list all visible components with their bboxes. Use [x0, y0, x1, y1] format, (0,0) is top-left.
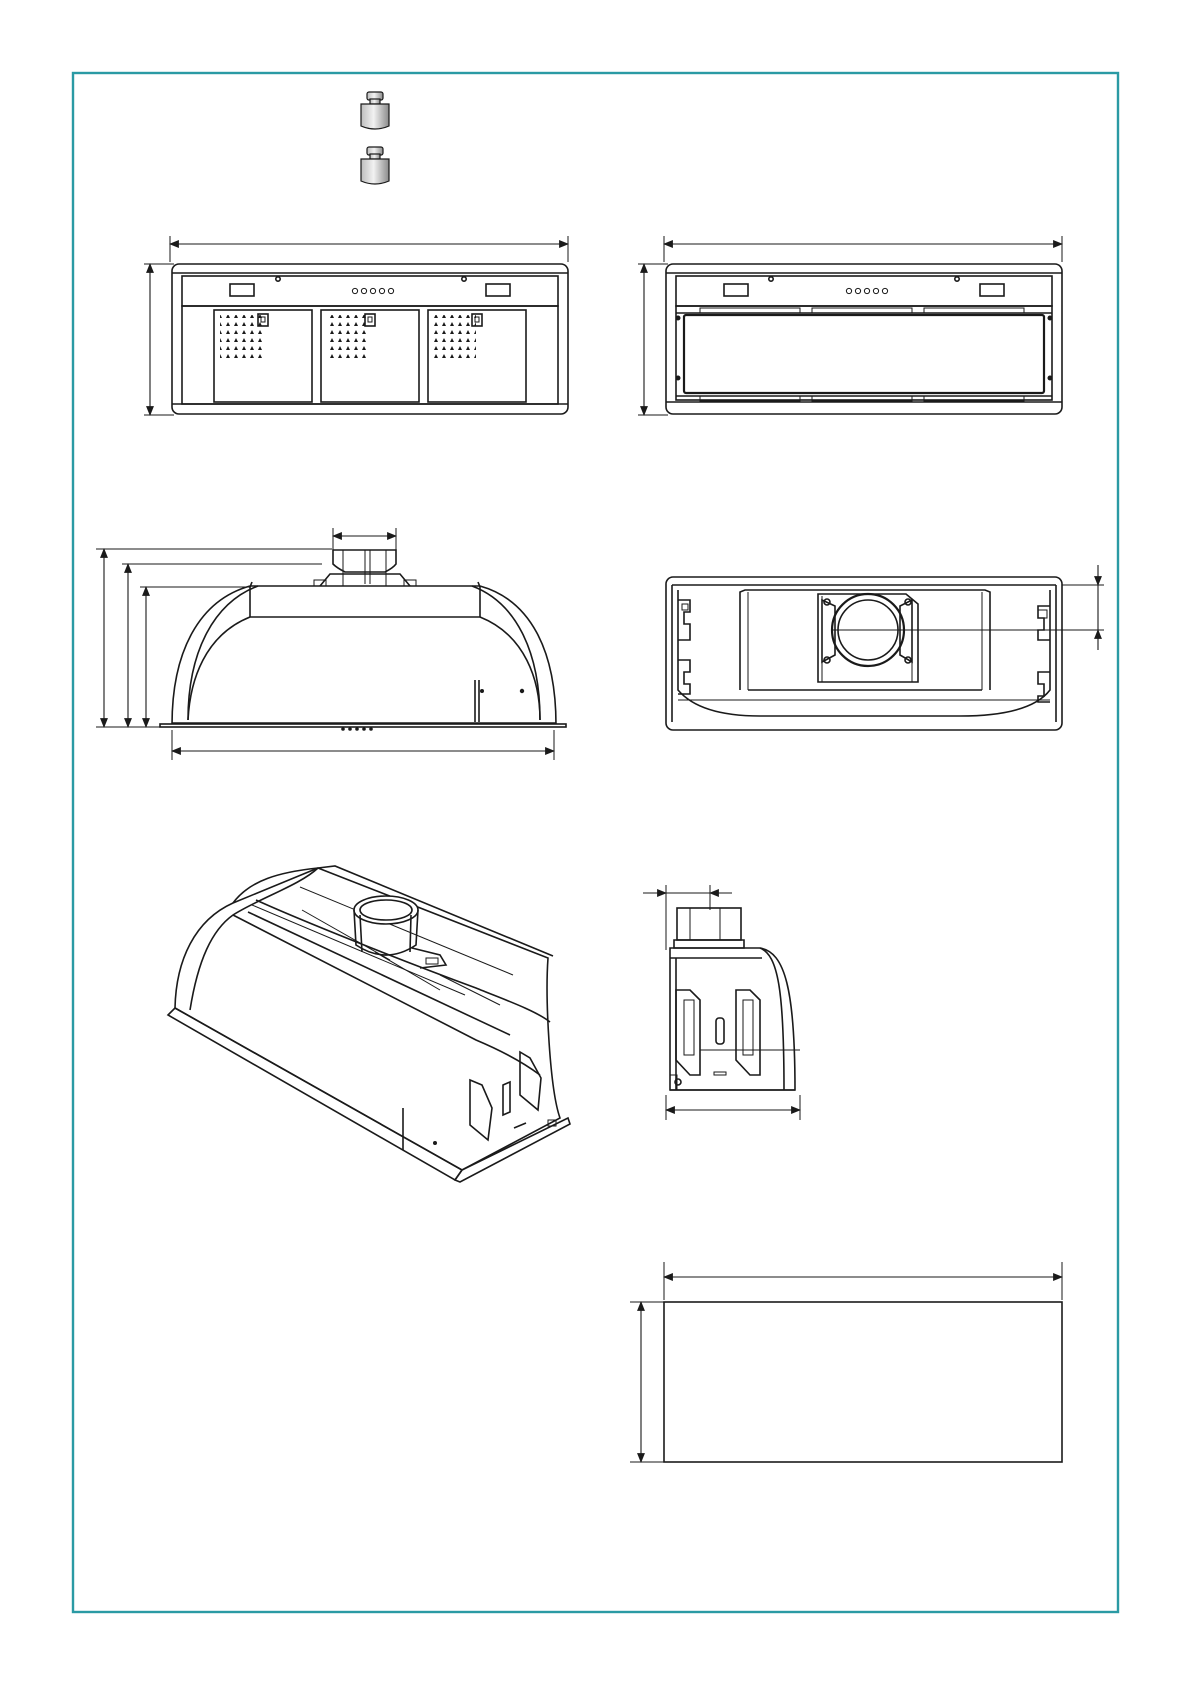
grease-filter [428, 310, 526, 402]
front-view-panel [638, 236, 1062, 415]
grease-filter [321, 310, 419, 402]
weight-icon [361, 92, 389, 129]
top-view [666, 565, 1104, 730]
page-border [73, 73, 1118, 1612]
control-buttons [352, 288, 393, 293]
front-view-filters [144, 236, 568, 415]
isometric-view [168, 866, 570, 1182]
control-buttons [846, 288, 887, 293]
end-view [643, 885, 800, 1120]
grease-filter [214, 310, 312, 402]
cutout-template [630, 1262, 1062, 1462]
weight-icon [361, 147, 389, 184]
accessory-weights [361, 92, 389, 184]
side-elevation [96, 528, 566, 760]
